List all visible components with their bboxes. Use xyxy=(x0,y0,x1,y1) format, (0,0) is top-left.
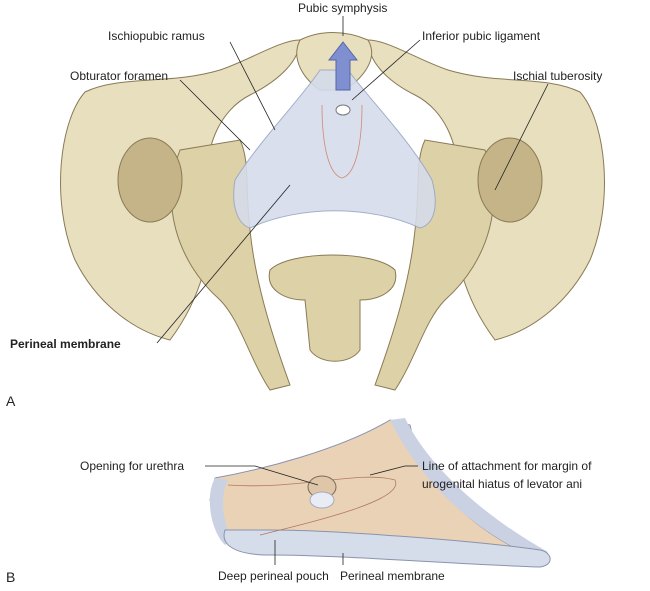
label-pubic-symphysis: Pubic symphysis xyxy=(298,1,388,15)
right-acetabulum xyxy=(477,137,543,223)
label-ischial-tuberosity: Ischial tuberosity xyxy=(513,69,603,83)
label-line-of-attachment-1: Line of attachment for margin of xyxy=(422,459,592,473)
perineal-membrane-sheet xyxy=(233,69,436,229)
leader-lines xyxy=(156,16,549,565)
label-inferior-pubic-ligament: Inferior pubic ligament xyxy=(422,29,541,43)
label-ischiopubic-ramus: Ischiopubic ramus xyxy=(108,29,205,43)
arrow-icon xyxy=(327,41,359,91)
label-obturator-foramen: Obturator foramen xyxy=(70,69,169,83)
label-opening-for-urethra: Opening for urethra xyxy=(80,459,185,473)
perineal-pouch-illustration xyxy=(209,418,551,568)
label-perineal-membrane-a: Perineal membrane xyxy=(10,337,121,351)
sacrum xyxy=(268,254,397,362)
left-acetabulum xyxy=(117,137,183,223)
label-perineal-membrane-b: Perineal membrane xyxy=(340,569,445,583)
panel-letter-b: B xyxy=(6,569,16,585)
panel-letter-a: A xyxy=(6,393,16,409)
label-line-of-attachment-2: urogenital hiatus of levator ani xyxy=(422,477,583,491)
membrane-outline-line xyxy=(321,104,363,179)
urethra-opening xyxy=(335,104,351,116)
label-deep-perineal-pouch: Deep perineal pouch xyxy=(218,569,329,583)
pelvis-illustration xyxy=(60,32,605,391)
